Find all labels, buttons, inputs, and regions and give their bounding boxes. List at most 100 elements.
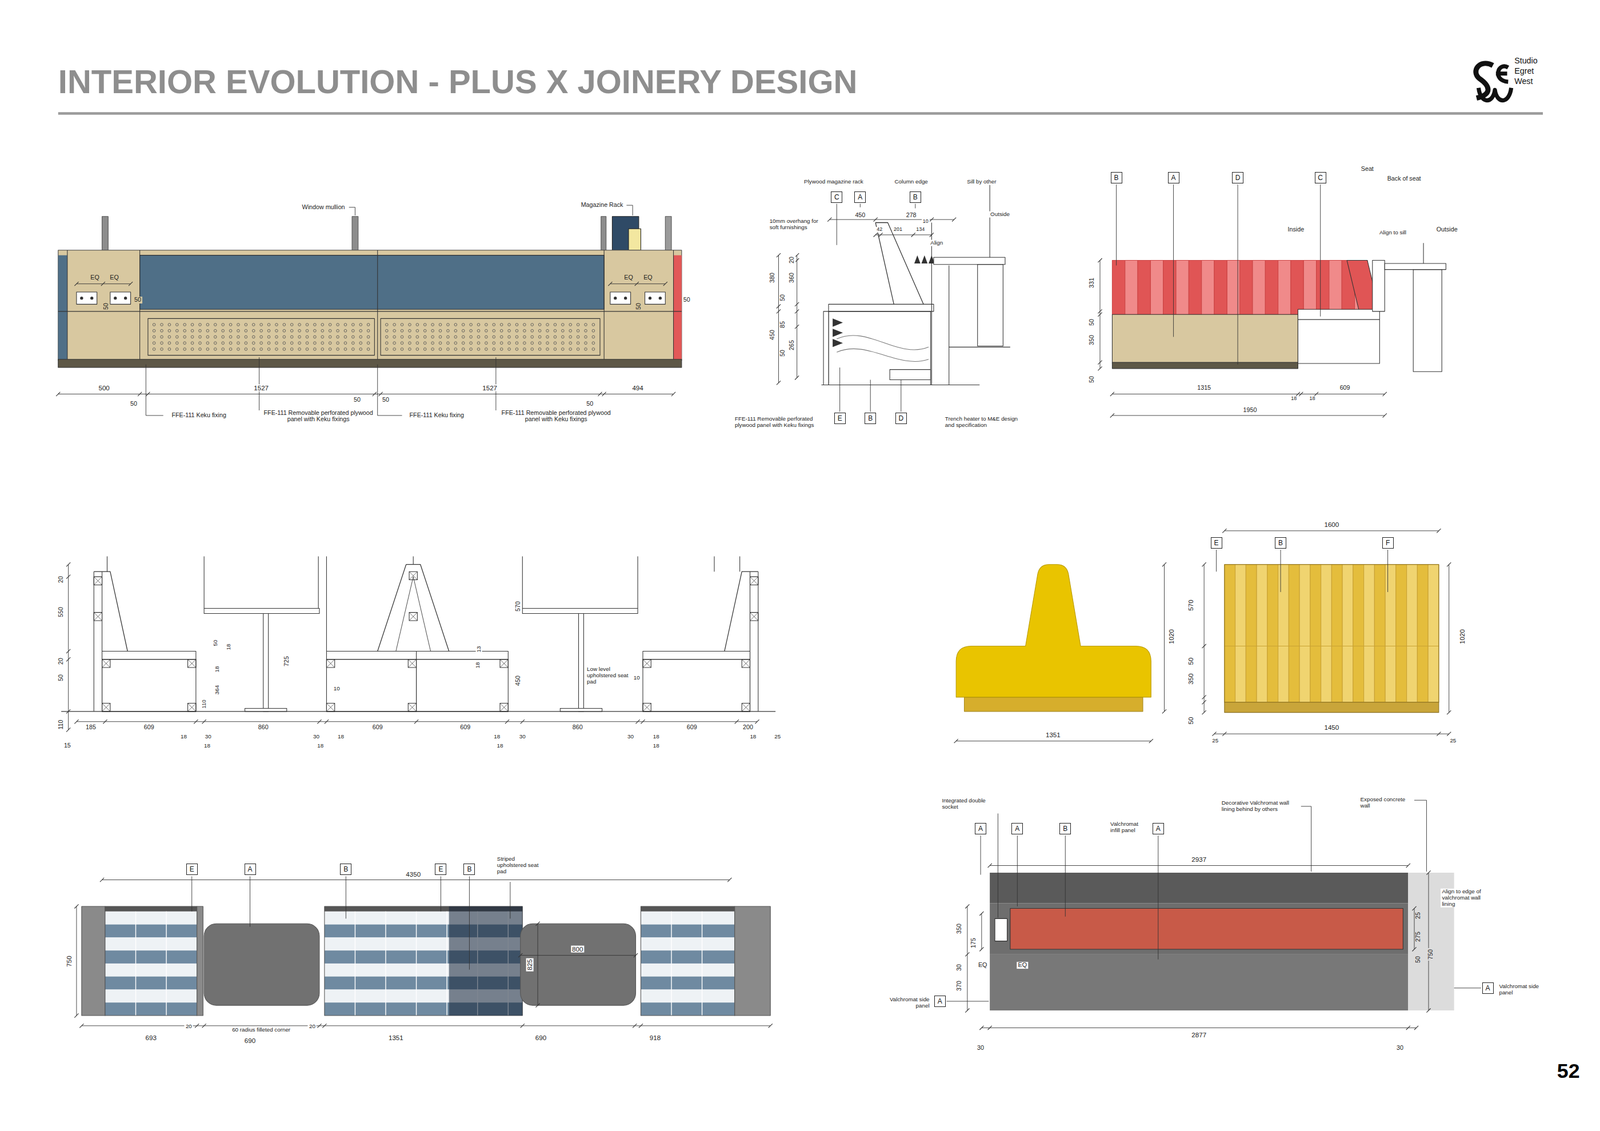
leader-line bbox=[900, 380, 902, 412]
dimension-value: 50 bbox=[129, 400, 139, 408]
upholstery bbox=[673, 255, 682, 361]
perforation bbox=[561, 323, 565, 327]
callout-letter: B bbox=[1114, 174, 1119, 182]
perforation bbox=[553, 329, 557, 332]
frame-block bbox=[741, 659, 750, 668]
perforation bbox=[431, 329, 435, 332]
annotation-text: West bbox=[1513, 77, 1534, 87]
perforation bbox=[275, 329, 279, 332]
frame-cross bbox=[188, 659, 196, 668]
seat-stripe bbox=[105, 924, 198, 938]
perforation bbox=[275, 341, 279, 345]
annotation-text: EQ bbox=[622, 274, 634, 282]
perforation bbox=[592, 335, 595, 339]
dimension-value: 20 bbox=[57, 656, 65, 666]
upholstery-stripe bbox=[1331, 564, 1343, 647]
annotation-text: FFE-111 Keku fixing bbox=[408, 412, 466, 419]
dimension-value: 1315 bbox=[1196, 384, 1212, 392]
annotation-text: FFE-111 Removable perforated plywood pan… bbox=[733, 416, 818, 429]
upholstery-stripe bbox=[1125, 260, 1138, 315]
dimension-tick bbox=[929, 217, 934, 222]
dimension-value: 2877 bbox=[1190, 1030, 1208, 1039]
perforation bbox=[213, 348, 217, 351]
dimension-value: 50 bbox=[635, 301, 643, 311]
upholstery-stripe bbox=[1342, 564, 1354, 647]
perforation bbox=[523, 341, 527, 345]
perforation bbox=[252, 348, 255, 351]
callout-letter: A bbox=[857, 193, 863, 201]
perforation bbox=[267, 335, 271, 339]
perforation bbox=[500, 335, 503, 339]
callout-box: A bbox=[974, 822, 987, 835]
perforation bbox=[423, 348, 427, 351]
upholstery-stripe bbox=[1256, 564, 1268, 647]
plinth bbox=[964, 697, 1144, 712]
seat-seam bbox=[446, 911, 447, 1016]
dimension-tick bbox=[776, 380, 781, 385]
perforation bbox=[416, 335, 419, 339]
perforation bbox=[221, 329, 225, 332]
dimension-tick bbox=[317, 719, 322, 724]
panel-edge bbox=[66, 250, 68, 360]
upholstery-stripe bbox=[1235, 564, 1247, 647]
trench-heater bbox=[889, 369, 931, 380]
dimension-value: 570 bbox=[514, 600, 522, 613]
dimension-tick bbox=[979, 911, 984, 916]
upholstery-stripe bbox=[1235, 646, 1247, 703]
perforation bbox=[431, 335, 435, 339]
leader-line bbox=[1387, 549, 1388, 592]
perforation bbox=[298, 329, 302, 332]
annotation-text: Align to edge of valchromat wall lining bbox=[1440, 888, 1489, 907]
plinth bbox=[58, 359, 682, 368]
perforation bbox=[546, 329, 550, 332]
frame-cross bbox=[102, 659, 111, 668]
dimension-tick bbox=[66, 727, 71, 732]
dimension-value: 609 bbox=[458, 724, 472, 731]
dimension-tick bbox=[794, 258, 799, 263]
dimension-value: 50 bbox=[133, 296, 143, 304]
frame-cross bbox=[93, 576, 102, 585]
callout-letter: B bbox=[1062, 825, 1068, 832]
dimension-tick bbox=[754, 719, 759, 724]
upholstery-stripe bbox=[1265, 260, 1278, 315]
dimension-tick bbox=[1436, 732, 1441, 736]
perforation bbox=[260, 335, 263, 339]
perforation bbox=[385, 348, 388, 351]
perforation bbox=[508, 348, 511, 351]
annotation-text: EQ bbox=[89, 274, 100, 282]
callout-letter: B bbox=[1278, 539, 1283, 547]
seat-stripe bbox=[105, 937, 198, 951]
perforation bbox=[168, 341, 171, 345]
perforation bbox=[290, 335, 294, 339]
perforation bbox=[252, 341, 255, 345]
dimension-line bbox=[981, 1027, 1417, 1028]
upholstery-stripe bbox=[1374, 564, 1386, 647]
dimension-tick bbox=[1097, 360, 1102, 365]
perforation bbox=[206, 335, 210, 339]
seat-stripe bbox=[105, 989, 198, 1003]
dimension-tick bbox=[827, 217, 832, 222]
annotation-text: Decorative Valchromat wall lining behind… bbox=[1220, 800, 1300, 813]
bench-outline bbox=[640, 906, 735, 1016]
dimension-tick bbox=[1202, 710, 1207, 715]
perforation bbox=[366, 348, 370, 351]
seat-seam bbox=[416, 911, 417, 1016]
dimension-line bbox=[989, 865, 1408, 866]
perforation bbox=[344, 348, 347, 351]
upholstery-stripe bbox=[1342, 646, 1354, 703]
dimension-tick bbox=[193, 719, 198, 724]
perforation bbox=[592, 348, 595, 351]
dimension-line bbox=[520, 954, 636, 956]
dimension-value: 52 bbox=[1556, 1060, 1582, 1083]
annotation-text: Striped upholstered seat pad bbox=[496, 856, 544, 875]
leader-line bbox=[1301, 806, 1312, 872]
upholstery-stripe bbox=[1224, 646, 1236, 703]
frame-block bbox=[93, 576, 102, 585]
dimension-tick bbox=[1406, 1025, 1411, 1030]
dimension-value: 42 bbox=[875, 226, 884, 233]
perforation bbox=[152, 329, 156, 332]
dimension-tick bbox=[505, 719, 510, 724]
bench-edge bbox=[640, 906, 735, 912]
partition-line bbox=[413, 556, 414, 564]
frame-cross bbox=[642, 703, 651, 712]
